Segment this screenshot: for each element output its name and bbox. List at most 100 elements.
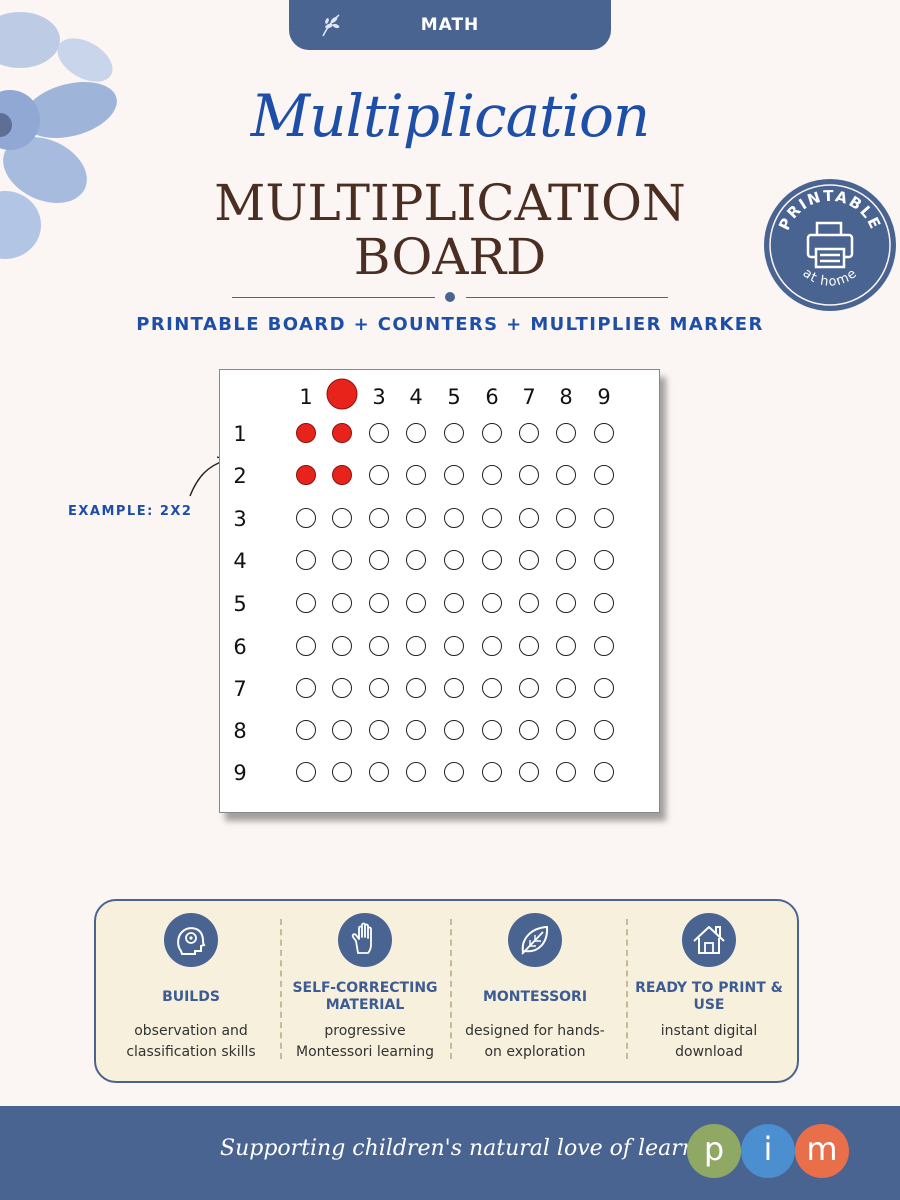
counter-slot — [594, 636, 614, 656]
row-header: 9 — [233, 761, 246, 785]
printer-icon — [806, 221, 854, 269]
counter-slot — [369, 678, 389, 698]
row-header: 2 — [233, 464, 246, 488]
footer: Supporting children's natural love of le… — [0, 1106, 900, 1200]
counter-slot — [594, 678, 614, 698]
counter-filled — [296, 423, 316, 443]
counter-filled — [332, 465, 352, 485]
counter-slot — [369, 720, 389, 740]
row-header: 7 — [233, 677, 246, 701]
counter-slot — [369, 636, 389, 656]
counter-slot — [556, 593, 576, 613]
column-header: 4 — [409, 385, 422, 409]
feature-desc-line: progressive — [324, 1023, 406, 1039]
multiplier-marker — [326, 378, 358, 410]
counter-slot — [556, 636, 576, 656]
counter-slot — [482, 465, 502, 485]
counter-slot — [594, 508, 614, 528]
counter-slot — [296, 678, 316, 698]
printable-badge: PRINTABLE at home — [764, 179, 896, 311]
divider-dot — [445, 292, 455, 302]
badge-bottom-text: at home — [800, 266, 860, 290]
counter-slot — [444, 762, 464, 782]
title-line-2: BOARD — [353, 228, 547, 286]
feature-montessori: MONTESSORI designed for hands- on explor… — [450, 901, 620, 1081]
column-header: 1 — [299, 385, 312, 409]
feature-title: READY TO PRINT & USE — [635, 980, 783, 1013]
badge-graphic: PRINTABLE at home — [769, 184, 891, 306]
feature-description: observation and classification skills — [106, 1021, 276, 1063]
feature-divider — [626, 919, 628, 1059]
footer-tagline: Supporting children's natural love of le… — [220, 1136, 732, 1161]
counter-slot — [482, 636, 502, 656]
feature-desc-line: observation and — [134, 1023, 248, 1039]
feature-builds: BUILDS observation and classification sk… — [106, 901, 276, 1081]
counter-slot — [296, 636, 316, 656]
counter-slot — [444, 593, 464, 613]
counter-slot — [556, 720, 576, 740]
counter-slot — [594, 423, 614, 443]
counter-slot — [482, 678, 502, 698]
leaf-icon — [322, 14, 340, 37]
counter-slot — [594, 465, 614, 485]
counter-slot — [519, 720, 539, 740]
counter-slot — [444, 508, 464, 528]
title-line-1: MULTIPLICATION — [214, 174, 686, 232]
svg-text:at home: at home — [800, 266, 861, 290]
counter-slot — [519, 678, 539, 698]
counter-slot — [519, 636, 539, 656]
counter-slot — [406, 720, 426, 740]
counter-slot — [369, 423, 389, 443]
feature-description: progressive Montessori learning — [280, 1021, 450, 1063]
counter-slot — [296, 593, 316, 613]
counter-slot — [369, 593, 389, 613]
feature-desc-line: on exploration — [484, 1044, 586, 1060]
counter-slot — [332, 636, 352, 656]
counter-slot — [482, 762, 502, 782]
brain-icon — [164, 913, 218, 967]
counter-slot — [519, 423, 539, 443]
tab-label: MATH — [420, 15, 480, 35]
counter-slot — [406, 762, 426, 782]
counter-slot — [444, 550, 464, 570]
counter-filled — [296, 465, 316, 485]
counter-slot — [406, 465, 426, 485]
feature-desc-line: download — [675, 1044, 743, 1060]
counter-slot — [482, 508, 502, 528]
feature-ready-to-print: READY TO PRINT & USE instant digital dow… — [624, 901, 794, 1081]
counter-slot — [406, 678, 426, 698]
feature-description: instant digital download — [624, 1021, 794, 1063]
counter-slot — [332, 550, 352, 570]
counter-slot — [369, 508, 389, 528]
feature-title: BUILDS — [162, 988, 220, 1005]
column-header: 3 — [372, 385, 385, 409]
counter-slot — [332, 593, 352, 613]
counter-slot — [296, 720, 316, 740]
counter-slot — [519, 465, 539, 485]
feature-desc-line: classification skills — [126, 1044, 256, 1060]
hand-icon — [338, 913, 392, 967]
counter-slot — [406, 593, 426, 613]
column-header: 8 — [559, 385, 572, 409]
counter-slot — [369, 550, 389, 570]
counter-slot — [556, 678, 576, 698]
counter-filled — [332, 423, 352, 443]
leaf-outline-icon — [508, 913, 562, 967]
column-header: 6 — [485, 385, 498, 409]
subtitle: PRINTABLE BOARD + COUNTERS + MULTIPLIER … — [136, 314, 764, 335]
row-header: 6 — [233, 635, 246, 659]
row-header: 8 — [233, 719, 246, 743]
counter-slot — [332, 720, 352, 740]
logo-letter-i: i — [741, 1124, 795, 1178]
features-panel: BUILDS observation and classification sk… — [94, 899, 799, 1083]
counter-slot — [519, 762, 539, 782]
counter-slot — [296, 508, 316, 528]
counter-slot — [369, 465, 389, 485]
house-icon — [682, 913, 736, 967]
feature-title: SELF-CORRECTING MATERIAL — [292, 980, 438, 1013]
feature-divider — [450, 919, 452, 1059]
feature-desc-line: Montessori learning — [296, 1044, 434, 1060]
counter-slot — [444, 636, 464, 656]
